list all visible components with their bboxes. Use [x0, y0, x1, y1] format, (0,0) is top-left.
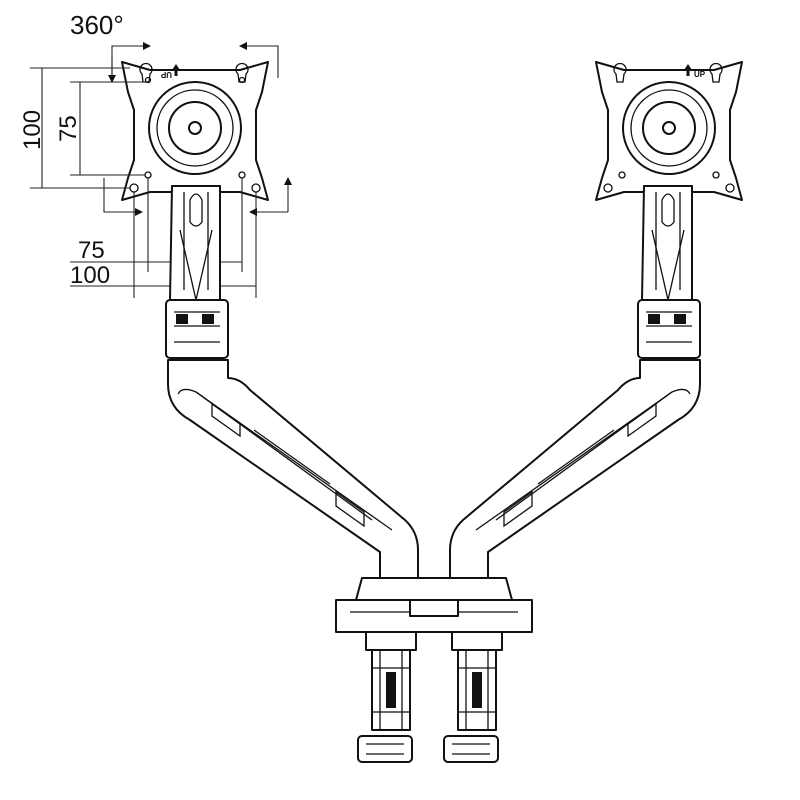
dimension-horizontal-100: 100 [70, 262, 110, 289]
right-clamp [443, 631, 503, 763]
dimension-vertical-75: 75 [55, 115, 82, 142]
up-label-left: UP [160, 70, 172, 79]
up-label-right: UP [694, 70, 706, 79]
up-arrow-icon [684, 64, 692, 76]
right-tilt-head [637, 185, 701, 359]
vertical-dimension-lines [30, 67, 145, 189]
dimension-horizontal-75: 75 [78, 237, 105, 264]
right-arm [449, 359, 701, 579]
left-tilt-head [165, 185, 229, 359]
rotation-arrow-icon [103, 42, 292, 216]
left-vesa-plate: UP [121, 61, 269, 201]
mount-base [335, 577, 533, 633]
dimension-vertical-100: 100 [19, 110, 46, 150]
left-clamp [357, 631, 417, 763]
right-vesa-plate: UP [595, 61, 743, 201]
left-arm [167, 359, 419, 579]
up-arrow-icon [172, 64, 180, 76]
rotation-label: 360° [70, 10, 124, 40]
